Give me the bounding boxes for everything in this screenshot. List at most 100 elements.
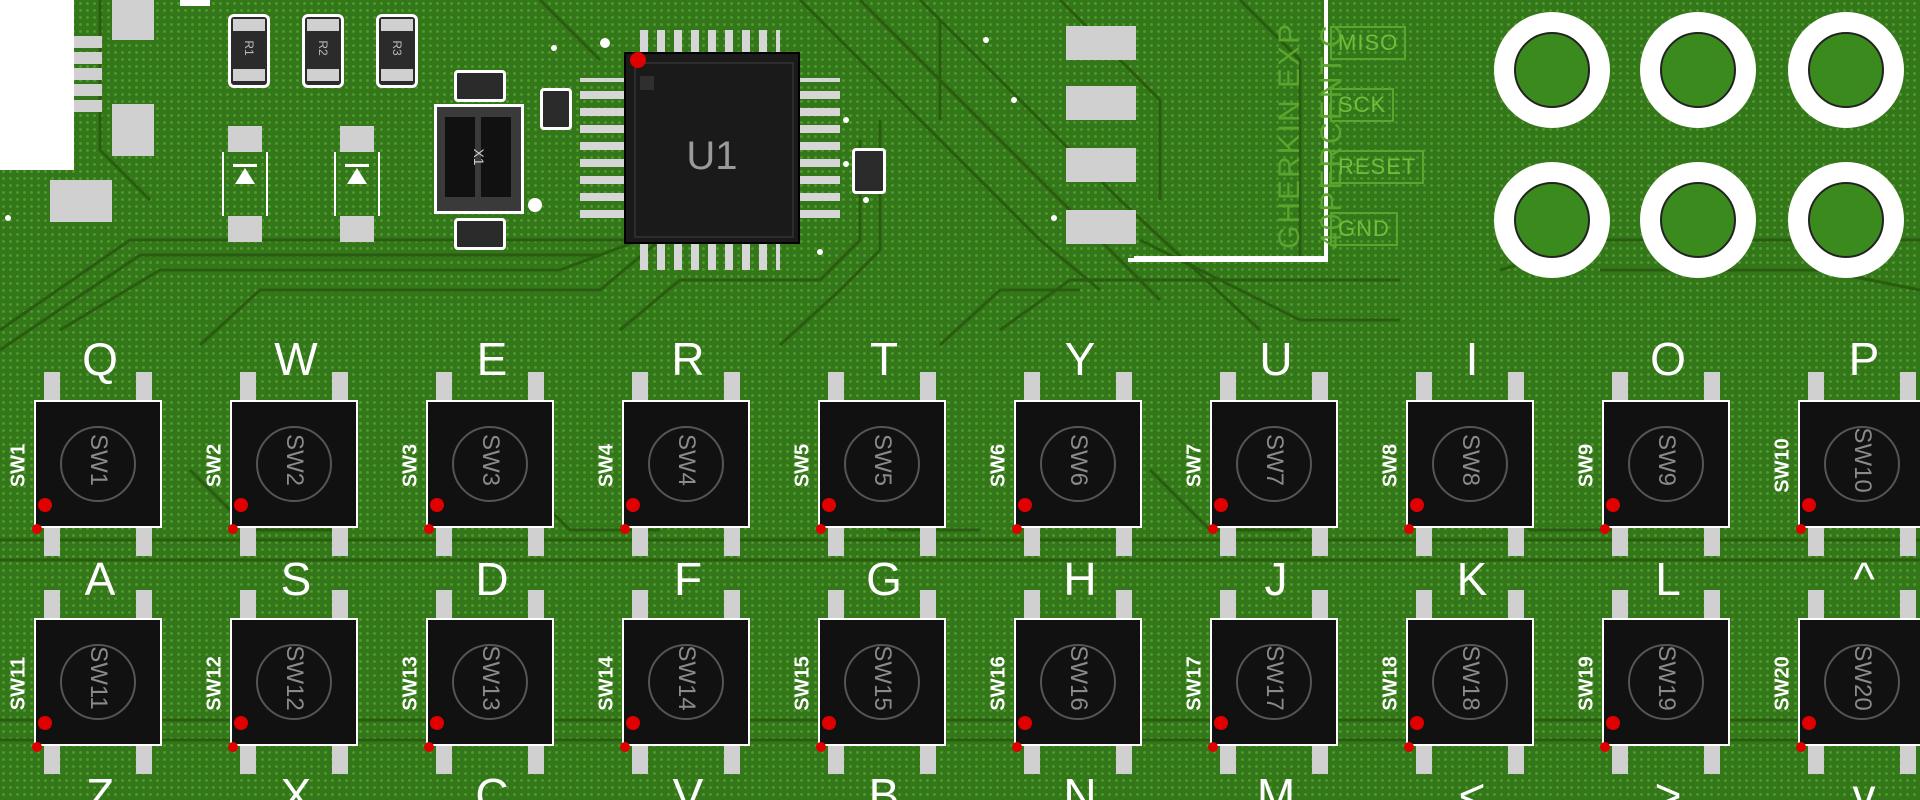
switch-pad [1116, 742, 1132, 774]
key-letter: T [869, 333, 899, 385]
key-letter: E [476, 333, 508, 385]
switch-body-label: SW11 [85, 646, 112, 710]
switch-actuator [648, 644, 724, 720]
switch-body-label: SW15 [869, 645, 896, 711]
tactile-switch[interactable]: SW7 [1210, 400, 1338, 528]
key-letter: M [1256, 769, 1296, 800]
header-pad [1066, 26, 1136, 60]
tactile-switch[interactable]: SW8 [1406, 400, 1534, 528]
tactile-switch[interactable]: SW9 [1602, 400, 1730, 528]
tactile-switch[interactable]: SW1 [34, 400, 162, 528]
tactile-switch[interactable]: SW19 [1602, 618, 1730, 746]
tactile-switch[interactable]: SW20 [1798, 618, 1920, 746]
switch-pad [1024, 590, 1040, 622]
switch-pad [1808, 742, 1824, 774]
switch-ref-label: SW4 [595, 443, 618, 488]
switch-actuator [844, 426, 920, 502]
key-letter: L [1655, 553, 1681, 605]
key-letter: K [1456, 553, 1488, 605]
key-letter: v [1852, 769, 1876, 800]
capacitor [852, 148, 886, 194]
switch-pad [240, 590, 256, 622]
switch-pad [1808, 372, 1824, 404]
pin1-dot [630, 52, 646, 68]
pin-label-reset: RESET [1330, 150, 1425, 184]
switch-actuator [256, 644, 332, 720]
switch-pad [1612, 372, 1628, 404]
switch-pad [920, 524, 936, 556]
pin1-dot [1802, 498, 1816, 512]
switch-ref-label: SW14 [595, 656, 618, 711]
switch-pad [136, 372, 152, 404]
switch-pad [1900, 742, 1916, 774]
switch-body-label: SW13 [477, 645, 504, 711]
pin1-dot [1214, 716, 1228, 730]
switch-ref-label: SW8 [1379, 443, 1402, 488]
tactile-switch[interactable]: SW11 [34, 618, 162, 746]
pin1-dot [38, 498, 52, 512]
pad [74, 68, 102, 80]
switch-pad [1312, 590, 1328, 622]
pad [74, 100, 102, 112]
key-letter: H [1063, 553, 1097, 605]
pin1-dot [228, 524, 238, 534]
tactile-switch[interactable]: SW13 [426, 618, 554, 746]
mounting-hole [1494, 162, 1610, 278]
tactile-switch[interactable]: SW15 [818, 618, 946, 746]
key-letter: A [84, 553, 116, 605]
tactile-switch[interactable]: SW6 [1014, 400, 1142, 528]
tactile-switch[interactable]: SW5 [818, 400, 946, 528]
key-letter: V [672, 769, 704, 800]
switch-actuator [1628, 644, 1704, 720]
microcontroller-u1: U1 [580, 30, 840, 270]
pin1-dot [626, 498, 640, 512]
switch-body-label: SW1 [85, 433, 112, 486]
pin1-marker [528, 198, 542, 212]
switch-pad [724, 372, 740, 404]
pin1-dot [1208, 524, 1218, 534]
switch-body-label: SW18 [1457, 645, 1484, 711]
pin1-dot [1606, 716, 1620, 730]
crystal-label: X1 [471, 148, 487, 166]
capacitor [454, 70, 506, 102]
key-letter: J [1264, 553, 1288, 605]
pin1-dot [822, 716, 836, 730]
board-name-text: GHERKIN EXP [1273, 21, 1306, 249]
tactile-switch[interactable]: SW2 [230, 400, 358, 528]
switch-body-label: SW7 [1261, 433, 1288, 486]
switch-pad [1024, 742, 1040, 774]
tactile-switch[interactable]: SW14 [622, 618, 750, 746]
key-letter: F [673, 553, 703, 605]
switch-pad [436, 590, 452, 622]
switch-body-label: SW19 [1653, 645, 1680, 711]
pin1-dot [816, 742, 826, 752]
tactile-switch[interactable]: SW18 [1406, 618, 1534, 746]
diode-1 [222, 126, 268, 242]
switch-body-label: SW2 [281, 433, 308, 486]
pin1-dot [1600, 524, 1610, 534]
switch-actuator [1824, 644, 1900, 720]
switch-pad [240, 372, 256, 404]
switch-pad [632, 590, 648, 622]
switch-pad [332, 524, 348, 556]
key-letter: Y [1064, 333, 1096, 385]
switch-pad [1612, 742, 1628, 774]
switch-ref-label: SW16 [987, 656, 1010, 711]
switch-pad [1416, 742, 1432, 774]
pad [112, 104, 154, 156]
tactile-switch[interactable]: SW16 [1014, 618, 1142, 746]
pin1-dot [1600, 742, 1610, 752]
tactile-switch[interactable]: SW4 [622, 400, 750, 528]
pad [74, 52, 102, 64]
pin1-dot [1214, 498, 1228, 512]
switch-pad [332, 742, 348, 774]
switch-actuator [1236, 644, 1312, 720]
switch-pad [1508, 742, 1524, 774]
tactile-switch[interactable]: SW3 [426, 400, 554, 528]
tactile-switch[interactable]: SW12 [230, 618, 358, 746]
resistor-label: R2 [316, 40, 330, 56]
switch-body-label: SW12 [281, 645, 308, 711]
tactile-switch[interactable]: SW17 [1210, 618, 1338, 746]
tactile-switch[interactable]: SW10 [1798, 400, 1920, 528]
switch-pad [136, 524, 152, 556]
